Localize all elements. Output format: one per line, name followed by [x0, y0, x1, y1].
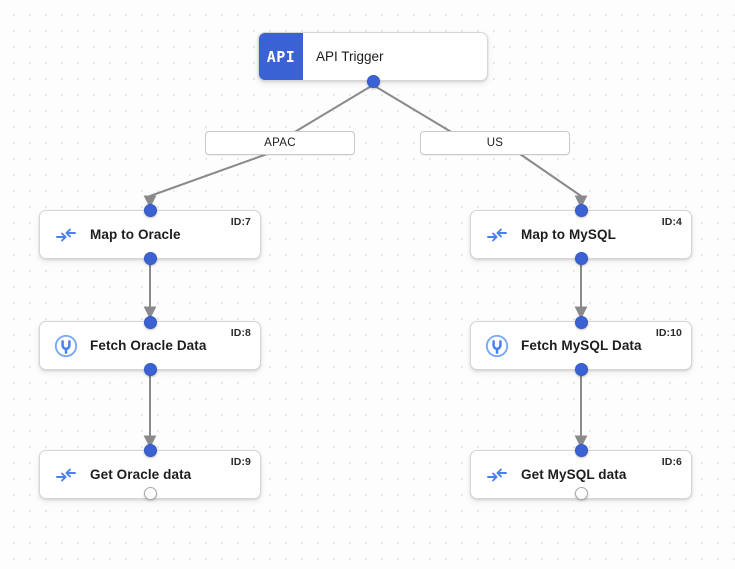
- map-transform-icon: [52, 221, 80, 249]
- node-get-oracle-data-label: Get Oracle data: [90, 467, 192, 482]
- node-get-oracle-data-id: ID:9: [230, 456, 251, 468]
- map-transform-icon: [483, 461, 511, 489]
- edge-trigger-to-apac: [292, 84, 374, 134]
- port-output-get-mysql-data[interactable]: [575, 487, 588, 500]
- node-get-oracle-data[interactable]: Get Oracle data ID:9: [39, 450, 261, 499]
- port-output-map-to-mysql[interactable]: [575, 252, 588, 265]
- node-fetch-mysql-data-id: ID:10: [655, 327, 682, 339]
- port-output-fetch-oracle-data[interactable]: [144, 363, 157, 376]
- branch-condition-apac[interactable]: APAC: [205, 131, 355, 155]
- edge-us-to-map-mysql: [519, 153, 588, 209]
- port-input-map-to-mysql[interactable]: [575, 204, 588, 217]
- node-fetch-oracle-data-id: ID:8: [230, 327, 251, 339]
- port-input-map-to-oracle[interactable]: [144, 204, 157, 217]
- port-output-get-oracle-data[interactable]: [144, 487, 157, 500]
- port-output-fetch-mysql-data[interactable]: [575, 363, 588, 376]
- database-connector-icon: [483, 332, 511, 360]
- api-badge-icon: API: [259, 33, 303, 80]
- node-get-mysql-data-id: ID:6: [661, 456, 682, 468]
- node-map-to-mysql-label: Map to MySQL: [521, 227, 616, 242]
- node-fetch-mysql-data-label: Fetch MySQL Data: [521, 338, 642, 353]
- api-badge-label: API: [266, 47, 296, 66]
- port-input-get-mysql-data[interactable]: [575, 444, 588, 457]
- map-transform-icon: [483, 221, 511, 249]
- node-api-trigger[interactable]: API API Trigger: [258, 32, 488, 81]
- node-fetch-mysql-data[interactable]: Fetch MySQL Data ID:10: [470, 321, 692, 370]
- map-transform-icon: [52, 461, 80, 489]
- port-output-api-trigger[interactable]: [367, 75, 380, 88]
- node-map-to-oracle-id: ID:7: [230, 216, 251, 228]
- database-connector-icon: [52, 332, 80, 360]
- node-fetch-oracle-data-label: Fetch Oracle Data: [90, 338, 207, 353]
- port-input-get-oracle-data[interactable]: [144, 444, 157, 457]
- node-map-to-oracle-label: Map to Oracle: [90, 227, 181, 242]
- node-fetch-oracle-data[interactable]: Fetch Oracle Data ID:8: [39, 321, 261, 370]
- branch-condition-apac-label: APAC: [264, 137, 296, 149]
- port-input-fetch-oracle-data[interactable]: [144, 316, 157, 329]
- port-output-map-to-oracle[interactable]: [144, 252, 157, 265]
- edge-trigger-to-us: [372, 84, 454, 134]
- port-input-fetch-mysql-data[interactable]: [575, 316, 588, 329]
- api-trigger-label: API Trigger: [316, 49, 384, 64]
- edge-apac-to-map-oracle: [143, 153, 268, 209]
- node-get-mysql-data-label: Get MySQL data: [521, 467, 627, 482]
- branch-condition-us[interactable]: US: [420, 131, 570, 155]
- branch-condition-us-label: US: [486, 137, 504, 149]
- node-map-to-mysql-id: ID:4: [661, 216, 682, 228]
